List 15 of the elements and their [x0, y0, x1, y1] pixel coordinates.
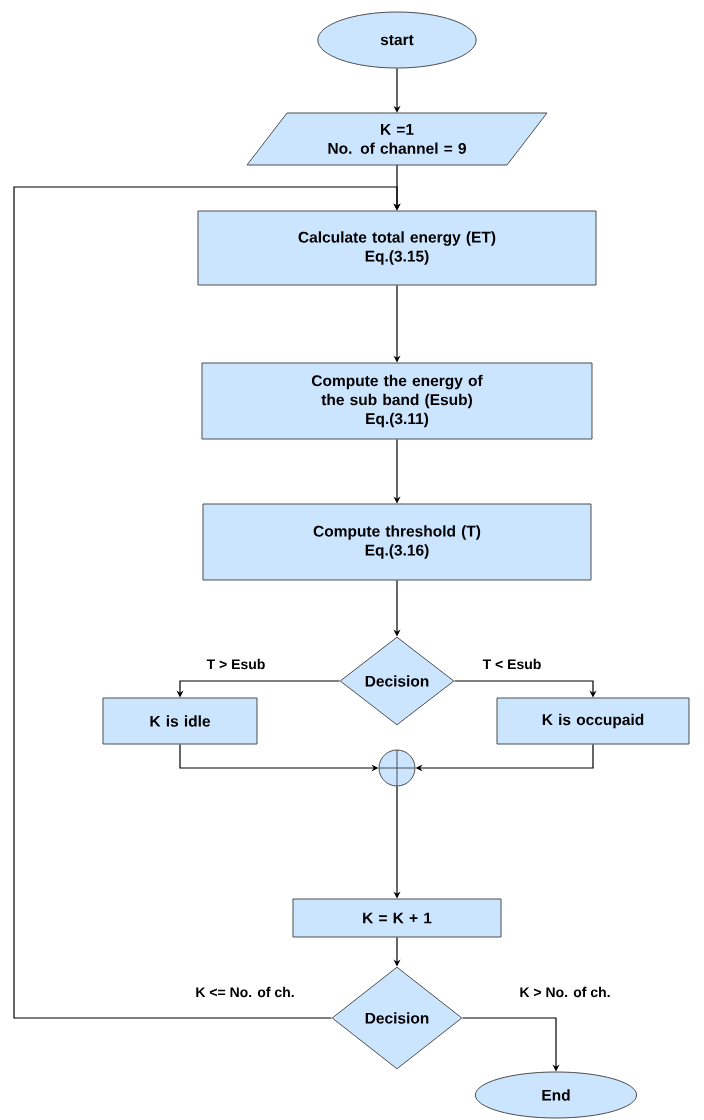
process-box: K = K + 1: [292, 898, 502, 938]
process-box: Compute the energy of the sub band (Esub) Eq.(3.11): [201, 362, 593, 440]
end-terminator: End: [474, 1071, 638, 1119]
edge-label: K <= No. of ch.: [194, 985, 296, 999]
edge-label: K > No. of ch.: [518, 985, 612, 999]
process-box: K is occupaid: [496, 697, 690, 745]
process-box: Compute threshold (T) Eq.(3.16): [202, 503, 592, 581]
arrow: [13, 186, 401, 1019]
start-terminator: start: [317, 11, 477, 69]
edge-label: T > Esub: [205, 657, 267, 671]
process-box: K is idle: [102, 697, 258, 745]
edge-label: T < Esub: [481, 657, 543, 671]
process-box: Calculate total energy (ET) Eq.(3.15): [197, 210, 597, 286]
summing-junction: [378, 749, 416, 787]
input-parallelogram: K =1 No. of channel = 9: [246, 112, 548, 166]
